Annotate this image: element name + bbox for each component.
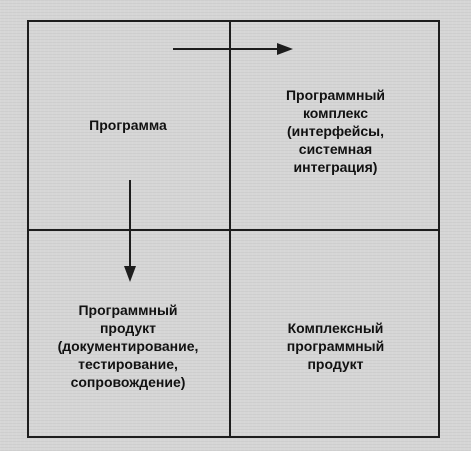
quadrant-program-complex: Программный комплекс (интерфейсы, систем… xyxy=(231,20,440,229)
quadrant-diagram: Программа Программный комплекс (интерфей… xyxy=(27,20,440,438)
quadrant-complex-product: Комплексный программный продукт xyxy=(231,231,440,438)
arrow-right xyxy=(173,43,293,55)
quadrant-complex-product-label: Комплексный программный продукт xyxy=(286,319,385,372)
horizontal-divider xyxy=(27,229,440,231)
arrows-layer xyxy=(124,43,293,282)
quadrant-program-complex-label: Программный комплекс (интерфейсы, систем… xyxy=(285,86,386,175)
quadrant-program-product: Программный продукт (документирование, т… xyxy=(27,231,229,438)
quadrant-program-product-label: Программный продукт (документирование, т… xyxy=(57,301,199,390)
arrow-down xyxy=(124,180,136,282)
quadrant-program-label: Программа xyxy=(89,116,167,133)
quadrant-program: Программа xyxy=(27,20,229,229)
